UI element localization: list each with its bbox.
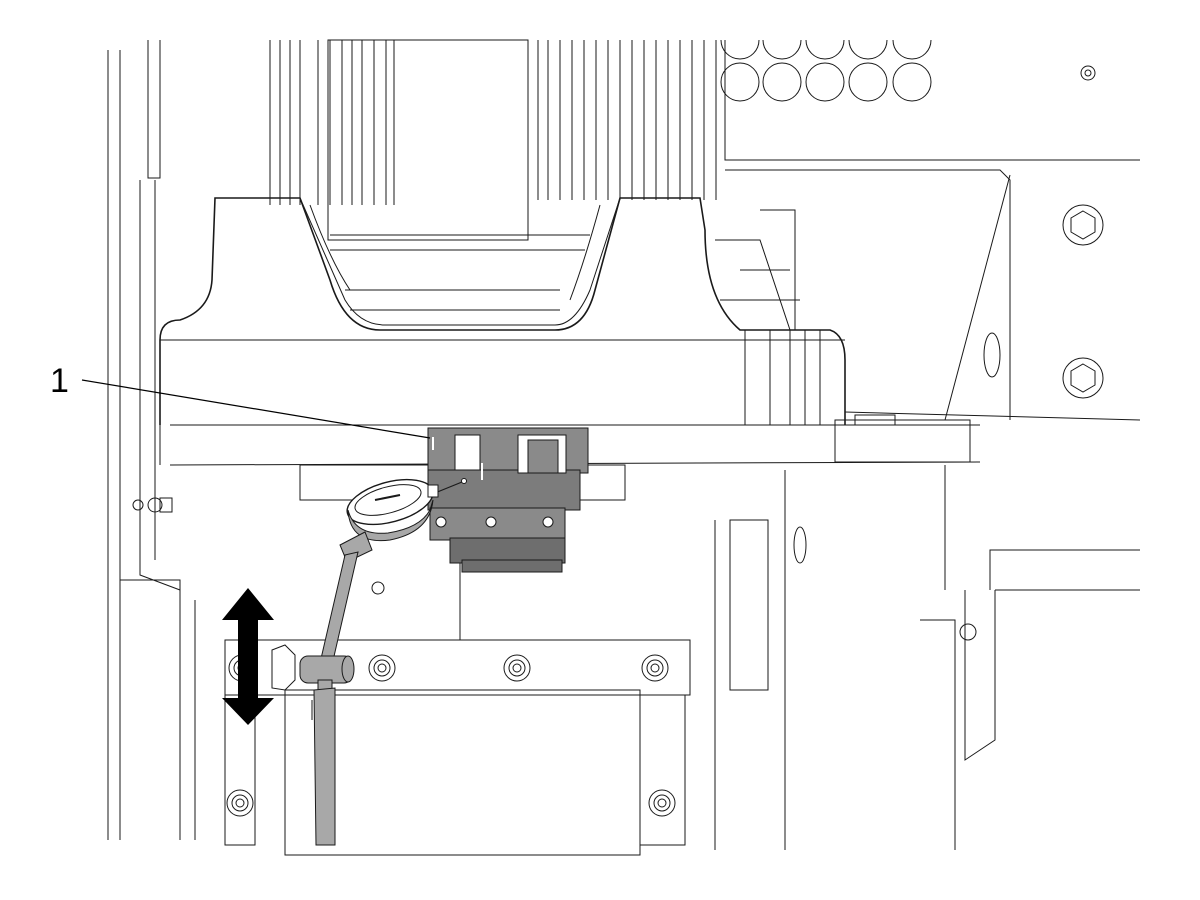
bolt-head [646,659,664,677]
bolt-icon [503,654,531,682]
bolt-icon [368,654,396,682]
perforation-hole [848,62,888,102]
perforation-hole [892,62,932,102]
bolt-head [653,794,671,812]
bolt-head [508,659,526,677]
perforation-hole [762,39,802,60]
adjustment-block [427,427,589,573]
perforation-hole [848,39,888,60]
bolt-center [512,663,522,673]
dial-indicator [271,478,467,846]
bolt-center [650,663,660,673]
movement-arrow-icon [222,588,274,725]
heat-sink-fins [269,39,717,311]
left-frame [107,40,196,840]
clamp-rail [224,639,691,856]
lower-frame [299,464,1140,850]
bolt-icon [648,789,676,817]
bolt-icon [226,789,254,817]
perforated-plate [720,39,932,102]
perforation-hole [805,62,845,102]
callout-1-label: 1 [50,362,69,400]
bolt-head [231,794,249,812]
perforation-hole [762,62,802,102]
bolt-center [657,798,667,808]
bolt-center [377,663,387,673]
bolt-head [373,659,391,677]
perforation-hole [892,39,932,60]
callout-1: 1 [50,362,431,439]
carriage-block [159,197,981,466]
bolt-icon [641,654,669,682]
perforation-hole [805,39,845,60]
right-housing [724,40,1141,421]
perforation-hole [720,39,760,60]
perforation-hole [720,62,760,102]
bolt-center [235,798,245,808]
